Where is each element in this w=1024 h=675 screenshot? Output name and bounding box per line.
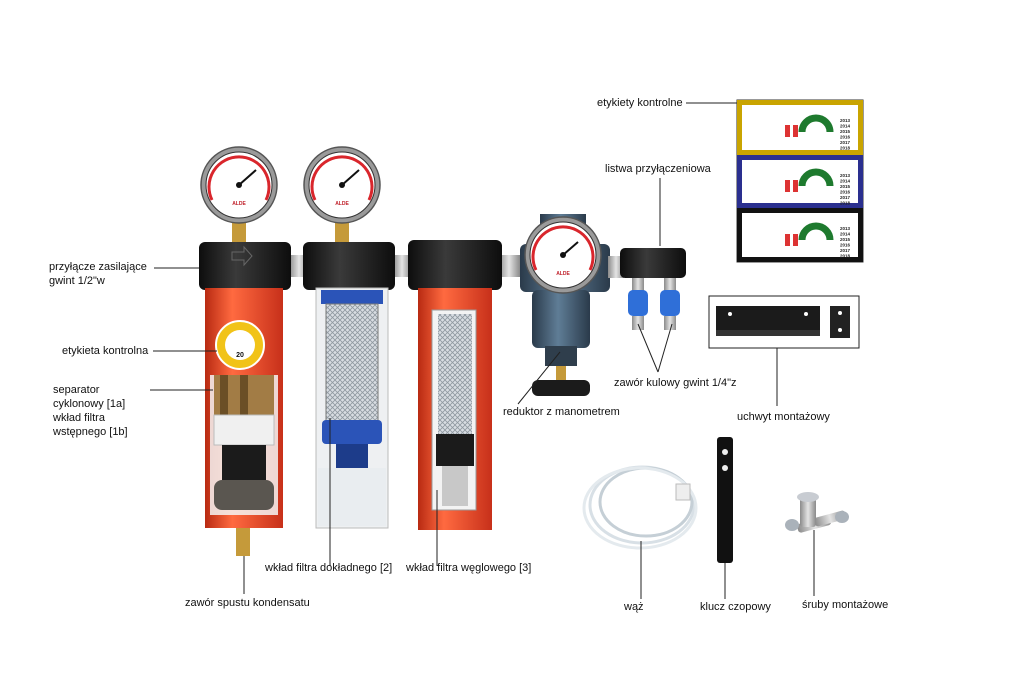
filter-1-separator: 20: [199, 242, 309, 556]
sticker-year: 2013: [840, 173, 851, 178]
sticker-year-list: 2013201420152016201720182013201420152016…: [840, 118, 851, 259]
leader-lines: [150, 102, 815, 599]
sticker-year: 2018: [840, 254, 851, 259]
label-control-labels: etykiety kontrolne: [597, 97, 683, 109]
sticker-year: 2017: [840, 195, 851, 200]
label-hose: wąż: [624, 601, 644, 613]
filter-3-carbon: [408, 240, 520, 530]
gauge-brand-1: ALDE: [232, 201, 246, 207]
label-mounting-bracket: uchwyt montażowy: [737, 411, 830, 423]
hose: [582, 465, 698, 550]
sticker-year: 2015: [840, 237, 851, 242]
gauge-brand-3: ALDE: [556, 271, 570, 277]
sticker-year: 2018: [840, 146, 851, 151]
sticker-year: 2017: [840, 140, 851, 145]
sticker-2: [737, 155, 863, 208]
label-separator: separator cyklonowy [1a] wkład filtra ws…: [53, 384, 128, 438]
control-sticker-sheet: 2013201420152016201720182013201420152016…: [736, 99, 864, 263]
filter-2-fine: [303, 242, 411, 529]
label-control-label: etykieta kontrolna: [62, 345, 149, 357]
gauge-brand-2: ALDE: [335, 201, 349, 207]
sticker-year: 2013: [840, 226, 851, 231]
mounting-screws: [785, 492, 849, 533]
control-sticker-value: 20: [236, 352, 244, 359]
label-carbon-filter: wkład filtra węglowego [3]: [406, 562, 532, 574]
label-supply-connector: przyłącze zasilające gwint 1/2"w: [49, 261, 147, 287]
sticker-year: 2014: [840, 232, 851, 237]
mounting-bracket: [708, 295, 860, 349]
sticker-year: 2016: [840, 243, 851, 248]
pin-wrench: [717, 437, 733, 563]
sticker-year: 2017: [840, 248, 851, 253]
sticker-year: 2018: [840, 201, 851, 206]
label-regulator: reduktor z manometrem: [503, 406, 620, 418]
sticker-year: 2015: [840, 129, 851, 134]
pressure-gauge-1: ALDE: [200, 146, 278, 244]
label-drain-valve: zawór spustu kondensatu: [185, 597, 310, 609]
sticker-year: 2014: [840, 179, 851, 184]
sticker-3: [737, 208, 863, 262]
label-fine-filter: wkład filtra dokładnego [2]: [265, 562, 393, 574]
pressure-gauge-2: ALDE: [303, 146, 381, 244]
sticker-1: [737, 100, 863, 155]
label-ball-valve: zawór kulowy gwint 1/4"z: [614, 377, 737, 389]
label-mounting-screws: śruby montażowe: [802, 599, 889, 611]
sticker-year: 2016: [840, 135, 851, 140]
pressure-regulator: ALDE: [520, 214, 610, 396]
label-connection-strip: listwa przyłączeniowa: [605, 163, 711, 175]
sticker-year: 2015: [840, 184, 851, 189]
label-pin-wrench: klucz czopowy: [700, 601, 771, 613]
sticker-year: 2016: [840, 190, 851, 195]
connection-strip: [608, 248, 686, 330]
sticker-year: 2013: [840, 118, 851, 123]
sticker-year: 2014: [840, 124, 851, 129]
